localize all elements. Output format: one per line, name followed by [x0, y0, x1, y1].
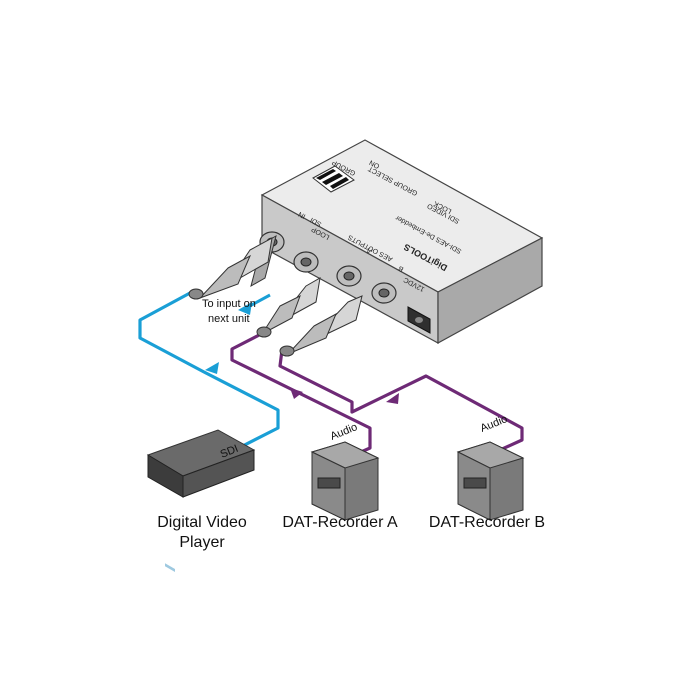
to-input-label-line1: To input on: [202, 298, 256, 310]
de-embedder-unit: ON GROUP GROUP SELECT LOCK SDI VIDEO SDI…: [259, 139, 544, 345]
bnc-jack-aes-b: [371, 282, 397, 304]
in-label: IN: [297, 210, 306, 219]
audio-label-b: Audio: [479, 413, 510, 435]
digital-video-player: [146, 429, 256, 573]
dat-recorder-b: [456, 441, 525, 521]
player-label-line2: Player: [179, 534, 225, 551]
bnc-jack-aes-a: [336, 265, 362, 287]
to-input-label-line2: next unit: [208, 313, 250, 325]
recorder-b-label: DAT-Recorder B: [429, 514, 545, 531]
bnc-plug-sdi-in: [188, 234, 277, 300]
dat-recorder-a: [310, 441, 380, 521]
on-label: ON: [368, 158, 381, 169]
bnc-jack-sdi-loop: [293, 251, 319, 273]
kramer-logo-icon: [312, 165, 355, 193]
recorder-a-label: DAT-Recorder A: [282, 514, 398, 531]
out-b-label: B: [397, 264, 405, 273]
direction-arrow-icon: [205, 362, 219, 374]
unit-side-face: [437, 237, 543, 345]
power-socket: [407, 306, 431, 334]
direction-arrow-icon: [290, 388, 303, 399]
sdi-input-cable: [138, 291, 280, 457]
bnc-plug-aes-b: [279, 295, 363, 357]
audio-cable-a: [230, 330, 372, 458]
sdi-port-label: SDI: [309, 216, 323, 228]
bnc-plug-aes-a: [256, 277, 321, 338]
out-a-label: A: [365, 246, 373, 255]
player-label-line1: Digital Video: [157, 514, 247, 531]
audio-label-a: Audio: [329, 421, 360, 443]
direction-arrow-icon: [238, 302, 252, 315]
direction-arrow-icon: [386, 393, 399, 404]
audio-cable-b: [278, 349, 524, 452]
